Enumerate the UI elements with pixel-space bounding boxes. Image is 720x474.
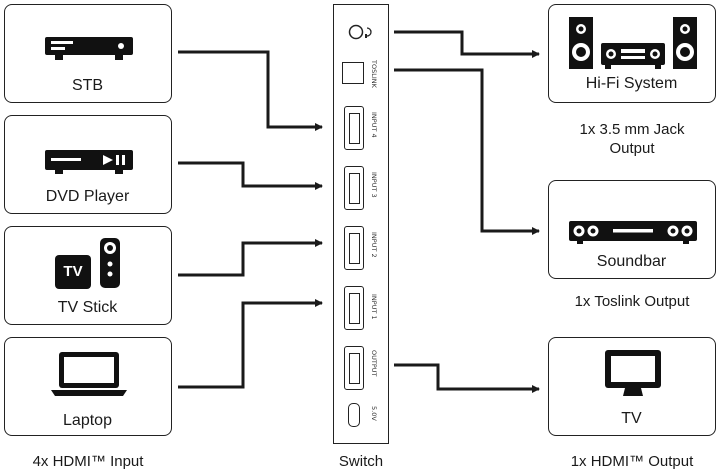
output-label-tv: TV [621,410,642,427]
output-caption-soundbar: 1x Toslink Output [548,292,716,311]
source-label-stb: STB [71,77,104,94]
source-box-tv-stick: TV TV Stick [4,226,172,325]
source-box-stb: STB [4,4,172,103]
hdmi-port-output [344,346,364,390]
tv-stick-dongle: TV [55,255,91,289]
wire-output-to-tv [394,363,540,393]
hdmi-port-input2 [344,226,364,270]
output-box-hifi-system: Hi-Fi System [548,4,716,103]
source-label-laptop: Laptop [63,412,112,429]
tv-icon [605,350,661,396]
output-box-soundbar: Soundbar [548,180,716,279]
hdmi-port-input4 [344,106,364,150]
port-label-output: OUTPUT [370,350,378,377]
soundbar-icon [569,221,697,244]
wire-jack-to-hifi [394,30,540,58]
port-label-input3: INPUT 3 [370,172,378,198]
source-label-dvd-player: DVD Player [45,188,130,205]
tv-stick-icon: TV [55,237,125,289]
wire-stb-to-input4 [178,50,323,131]
set-top-box-icon [45,37,133,60]
wire-tvstick-to-input2 [178,239,323,277]
wire-toslink-to-soundbar [394,68,540,235]
dvd-player-icon [45,150,133,174]
laptop-icon [51,352,127,396]
switch-caption: Switch [338,453,384,470]
source-box-dvd-player: DVD Player [4,115,172,214]
port-label-input1: INPUT 1 [370,294,378,320]
port-label-input4: INPUT 4 [370,112,378,138]
tv-caption-line1: 1x HDMI™ Output [570,453,694,470]
port-label-toslink: TOSLINK [370,60,378,88]
output-label-hifi-system: Hi-Fi System [585,75,678,92]
hifi-caption-line1: 1x 3.5 mm Jack [579,121,685,138]
hdmi-port-input1 [344,286,364,330]
remote-control-icon [100,238,120,288]
hifi-system-icon [569,17,697,69]
port-label-power: 5.0V [370,406,378,421]
hdmi-switch: TOSLINK INPUT 4 INPUT 3 INPUT 2 INPUT 1 … [333,4,389,444]
source-box-laptop: Laptop [4,337,172,436]
source-label-tv-stick: TV Stick [57,299,118,316]
usb-c-power-port [348,403,360,427]
soundbar-caption-line1: 1x Toslink Output [574,293,690,310]
wire-laptop-to-input1 [178,299,323,389]
toslink-port [342,62,364,84]
output-label-soundbar: Soundbar [596,253,667,270]
hdmi-port-input3 [344,166,364,210]
output-caption-hifi-system: 1x 3.5 mm Jack Output [548,120,716,158]
hifi-caption-line2: Output [609,140,655,157]
jack-port-icon [348,24,372,40]
port-label-input2: INPUT 2 [370,232,378,258]
output-box-tv: TV [548,337,716,436]
output-caption-tv: 1x HDMI™ Output [548,452,716,471]
wire-dvd-to-input3 [178,161,323,190]
sources-caption: 4x HDMI™ Input [32,453,144,470]
